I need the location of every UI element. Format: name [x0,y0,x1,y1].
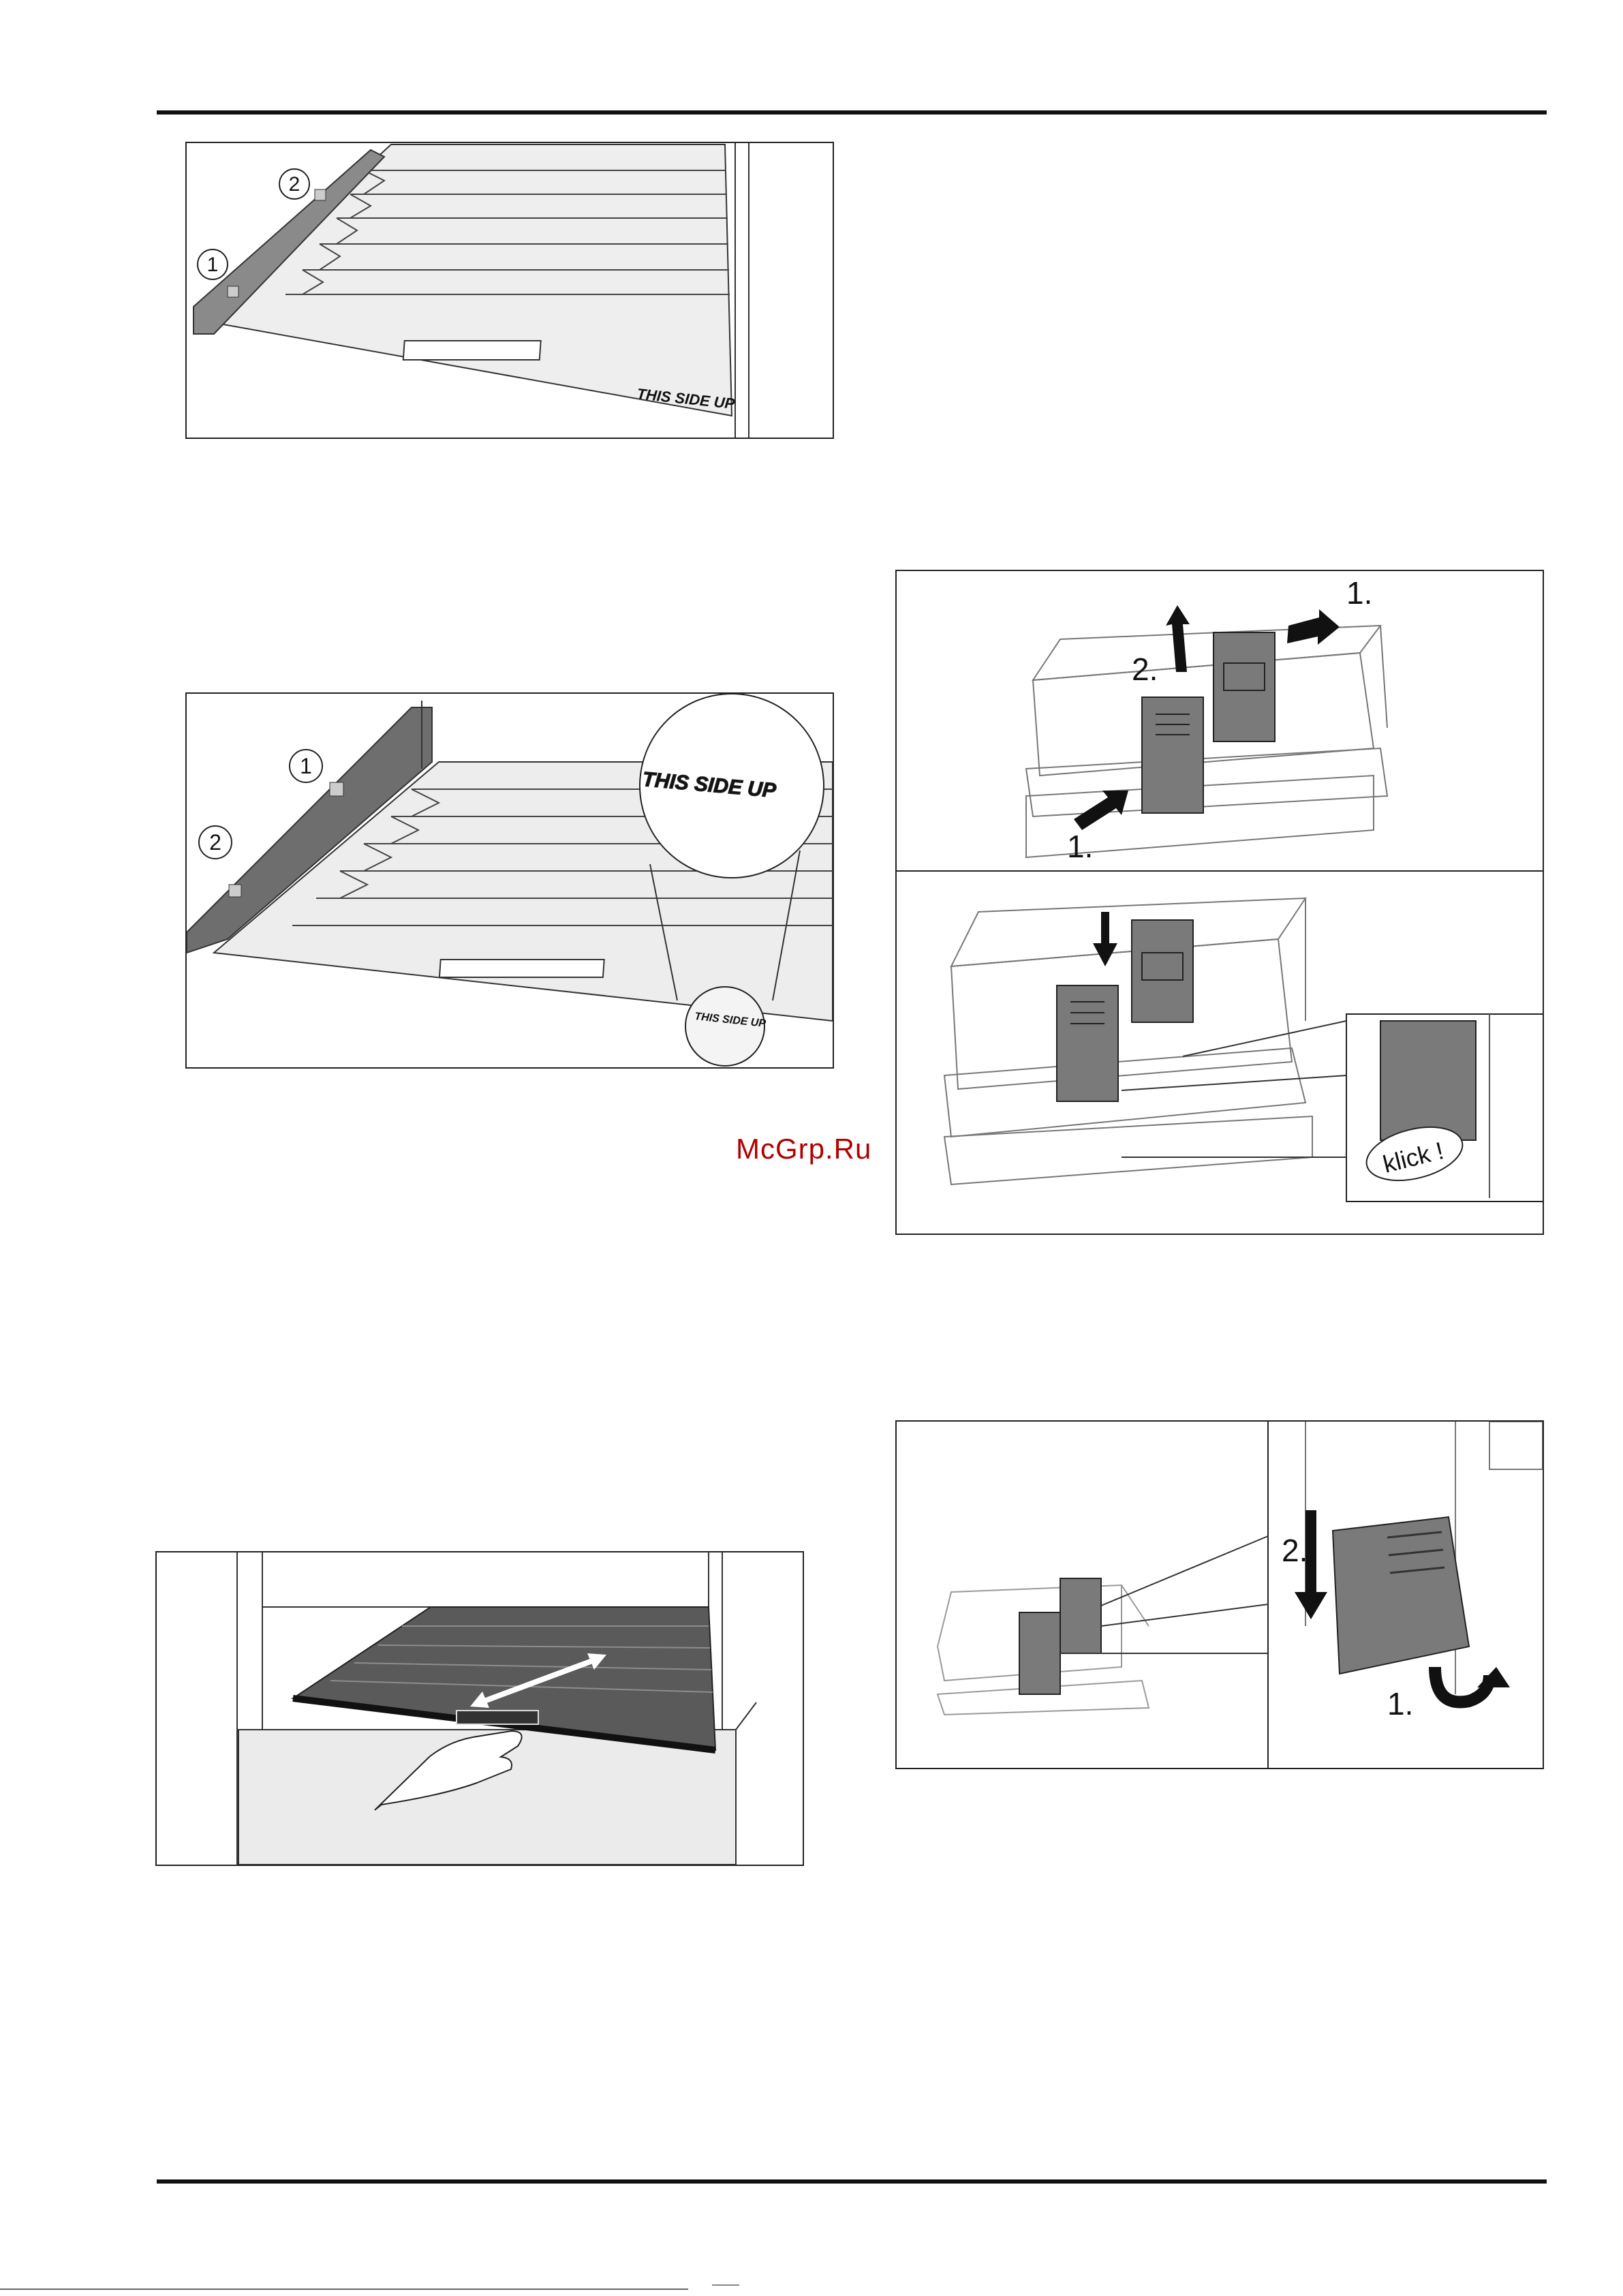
filter-cover-right [1214,632,1275,741]
step-1-left: 1. [1067,829,1093,864]
shelf-pull-illustration [157,1552,803,1865]
callout-1: 1 [300,754,312,778]
step-2: 2. [1282,1533,1308,1568]
watermark: McGrp.Ru [736,1133,871,1165]
step-2: 2. [1132,652,1158,687]
filter-cover-remove-illustration: 2. 1. [897,1422,1543,1768]
header-rule [157,110,1547,114]
filter-cover-illustration: 1. 2. 1. klick ! [897,571,1543,1234]
arrow-icon [1287,609,1340,645]
figure-shelf-insert-magnified: 1 2 THIS SIDE UP THIS SIDE UP [185,692,834,1069]
callout-1: 1 [207,254,219,276]
filter-cover-right [1132,920,1193,1022]
shelf-magnifier-illustration: 1 2 THIS SIDE UP THIS SIDE UP [187,694,833,1067]
figure-shelf-pull [155,1551,804,1866]
dark-shelf [293,1607,715,1750]
filter-cover-left [1019,1612,1060,1694]
step-1: 1. [1387,1686,1413,1721]
footer-rule [157,2179,1547,2184]
step-1-right: 1. [1346,575,1372,611]
shelf-illustration: 2 1 THIS SIDE UP [187,143,833,438]
filter-cover-left [1057,985,1118,1101]
scan-edge-mark [712,2284,739,2286]
callout-2: 2 [209,830,221,855]
scan-edge-line [0,2289,688,2290]
figure-filter-cover-steps: 1. 2. 1. klick ! [895,570,1544,1235]
figure-shelf-insert-top: 2 1 THIS SIDE UP [185,142,834,439]
arrow-icon [1166,605,1190,672]
arrow-icon [1074,791,1128,830]
detached-cover [1333,1517,1469,1674]
callout-2: 2 [289,173,300,196]
arrow-icon [1093,912,1117,966]
filter-cover-right [1060,1578,1101,1653]
figure-filter-cover-remove: 2. 1. [895,1420,1544,1769]
